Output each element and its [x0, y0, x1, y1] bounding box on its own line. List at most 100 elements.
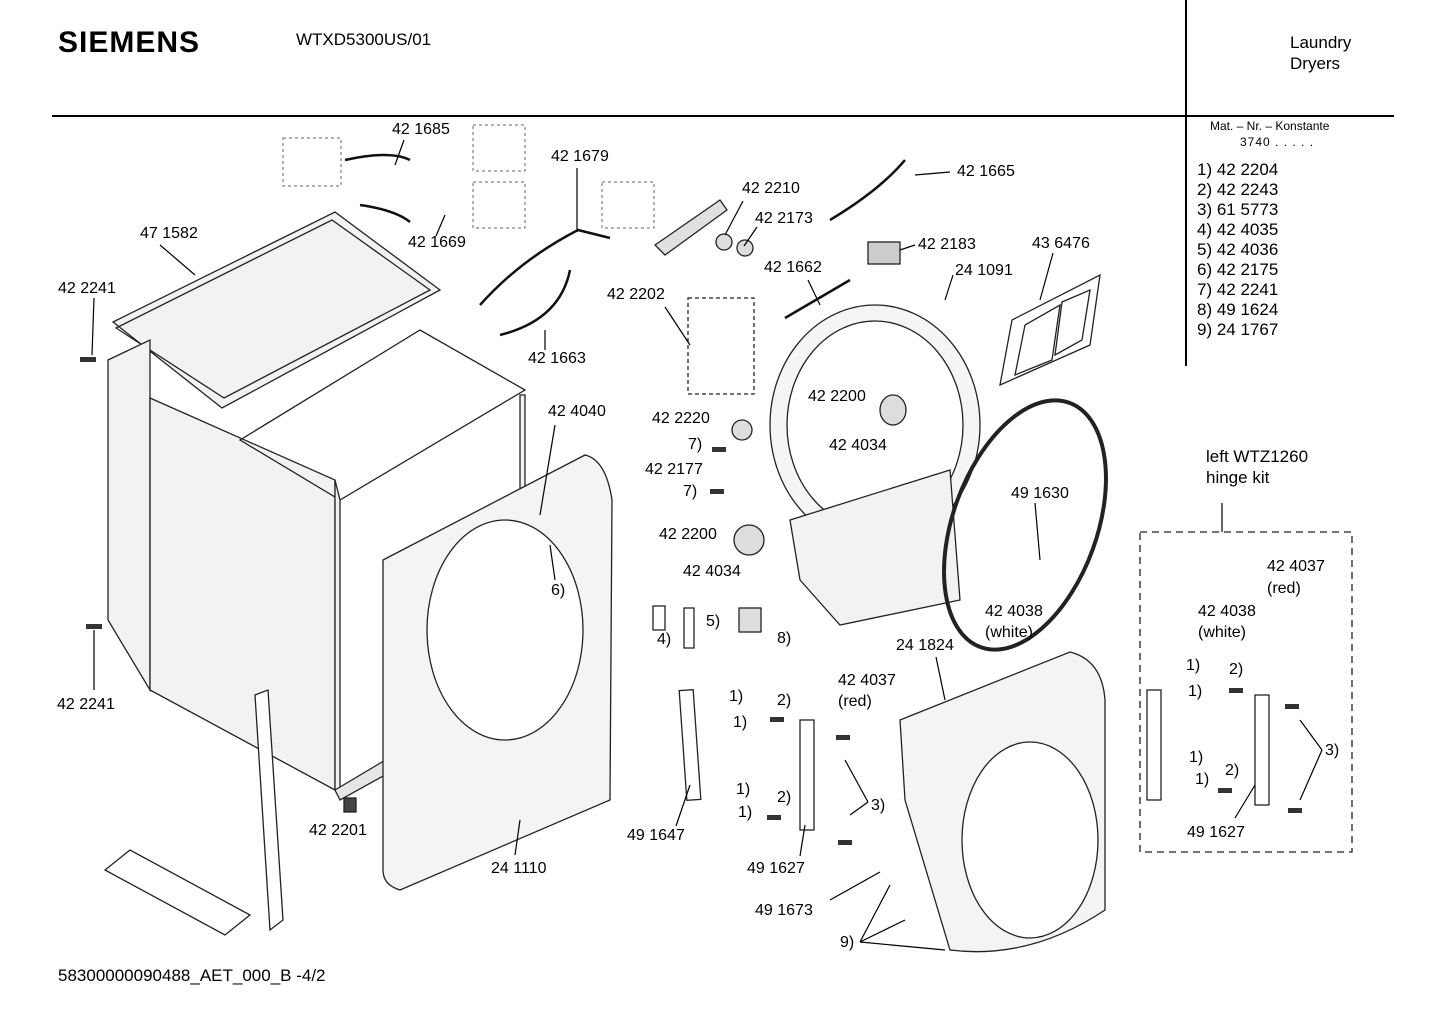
clip [652, 605, 666, 631]
screw [80, 357, 96, 362]
part-label: 1) [1188, 683, 1203, 700]
parts-kit-box [687, 297, 755, 395]
screw [1288, 808, 1302, 813]
part-box [472, 181, 526, 229]
part-label: 42 2241 [57, 696, 115, 713]
part-label: 42 2177 [645, 461, 703, 478]
part-label: 42 2202 [607, 286, 665, 303]
constant-item: 7) 42 2241 [1197, 280, 1279, 299]
wire-harness [479, 228, 611, 306]
hinge-kit-subtitle: hinge kit [1206, 468, 1270, 487]
part-label: 47 1582 [140, 225, 198, 242]
part-label: 2) [1229, 661, 1244, 678]
category: Laundry Dryers [1290, 32, 1351, 74]
part-box [601, 181, 655, 229]
constants-value: 3740 . . . . . [1240, 135, 1315, 149]
parts-placeholders [282, 124, 655, 229]
screw [710, 489, 724, 494]
hinge-kit-title: left WTZ1260 [1206, 447, 1309, 466]
part-label: 3) [871, 797, 886, 814]
part-box [472, 124, 526, 172]
thermostat [715, 233, 733, 251]
screw [770, 717, 784, 722]
wire-harness [359, 203, 411, 223]
front-panel-opening [426, 519, 584, 741]
part-label: 42 4040 [548, 403, 606, 420]
top-cover [111, 211, 442, 409]
wire-harness [829, 159, 906, 222]
part-label: 43 6476 [1032, 235, 1090, 252]
document-id: 58300000090488_AET_000_B -4/2 [58, 966, 326, 985]
screw [712, 447, 726, 452]
part-label: 1) [1186, 657, 1201, 674]
screw [838, 840, 852, 845]
sensor [736, 239, 754, 257]
hinge-kit-box [1139, 531, 1353, 853]
part-label: 49 1627 [1187, 824, 1245, 841]
part-label: 42 2200 [659, 526, 717, 543]
constant-item: 2) 42 2243 [1197, 180, 1279, 199]
screw [836, 735, 850, 740]
part-label: 42 2220 [652, 410, 710, 427]
part-label: 42 1663 [528, 350, 586, 367]
constant-item: 1) 42 2204 [1197, 160, 1279, 179]
hinge-bracket [799, 719, 815, 831]
part-label: 42 2173 [755, 210, 813, 227]
lock [738, 607, 762, 633]
door-seal [942, 398, 1108, 652]
hinge-bracket [1254, 694, 1270, 806]
constants-heading: Mat. – Nr. – Konstante [1210, 119, 1330, 133]
part-label: (white) [1198, 624, 1247, 641]
part-label: 49 1630 [1011, 485, 1069, 502]
screw [86, 624, 102, 629]
part-label: (red) [1267, 580, 1301, 597]
part-label: 2) [777, 789, 792, 806]
part-label: 1) [1195, 771, 1210, 788]
category-line-2: Dryers [1290, 54, 1341, 73]
part-label: 42 4034 [829, 437, 887, 454]
screw [767, 815, 781, 820]
screws-group [80, 357, 1302, 845]
roller [731, 419, 753, 441]
wire-harness [344, 153, 411, 162]
part-label: 42 4037 [1267, 558, 1325, 575]
constant-item: 8) 49 1624 [1197, 300, 1279, 319]
part-box [282, 137, 342, 187]
part-label: 49 1673 [755, 902, 813, 919]
part-label: 1) [738, 804, 753, 821]
constant-item: 6) 42 2175 [1197, 260, 1279, 279]
hinge-bracket [678, 688, 702, 802]
part-label: 2) [1225, 762, 1240, 779]
screw [1229, 688, 1243, 693]
lint-filter [999, 273, 1101, 387]
part-label: 8) [777, 630, 792, 647]
hinge-strip [254, 689, 284, 932]
part-label: 9) [840, 934, 855, 951]
part-label: 49 1627 [747, 860, 805, 877]
part-label: 7) [683, 483, 698, 500]
blower-housing [789, 469, 961, 626]
category-line-1: Laundry [1290, 33, 1352, 52]
part-label: 42 1662 [764, 259, 822, 276]
brand-logo: SIEMENS [58, 26, 201, 59]
part-label: 2) [777, 692, 792, 709]
part-label: 4) [657, 631, 672, 648]
screw [1285, 704, 1299, 709]
side-panel [149, 397, 336, 792]
part-label: 42 1679 [551, 148, 609, 165]
back-panel [107, 338, 151, 693]
top-frame [238, 329, 527, 501]
part-label: 42 1665 [957, 163, 1015, 180]
part-label: 3) [1325, 742, 1340, 759]
part-label: 42 2210 [742, 180, 800, 197]
part-label: 24 1110 [491, 860, 547, 877]
part-label: 42 1669 [408, 234, 466, 251]
part-label: 42 2241 [58, 280, 116, 297]
wire-harness [499, 269, 572, 337]
bearing-hub [879, 394, 907, 426]
constants-list: 1) 42 2204 2) 42 2243 3) 61 5773 4) 42 4… [1197, 160, 1278, 340]
part-label: 7) [688, 436, 703, 453]
constant-item: 3) 61 5773 [1197, 200, 1279, 219]
part-label: 49 1647 [627, 827, 685, 844]
